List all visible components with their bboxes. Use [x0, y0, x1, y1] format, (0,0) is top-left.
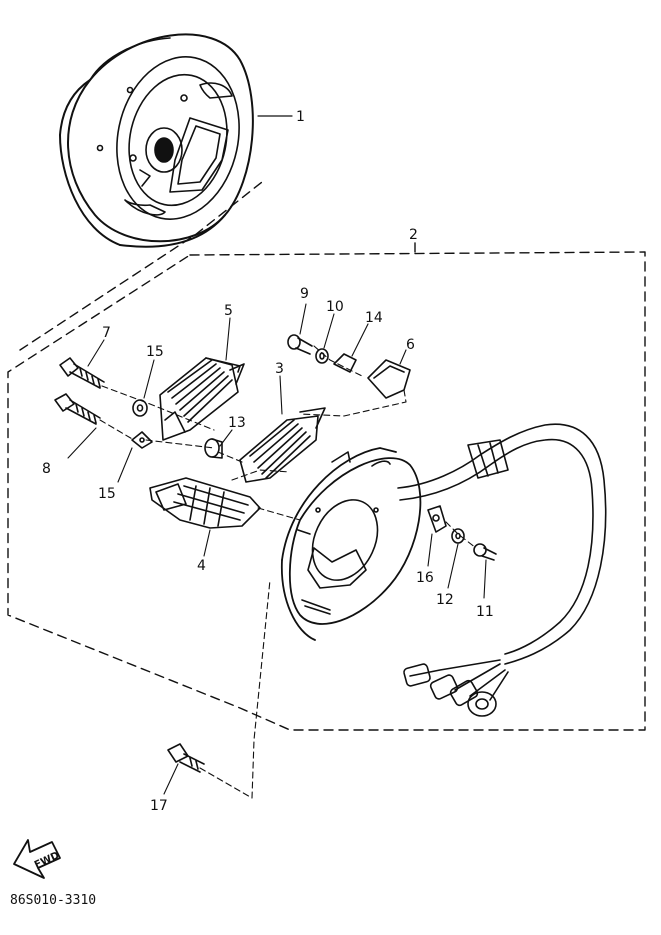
- callout-9: 9: [300, 286, 309, 302]
- callout-1: 1: [296, 109, 305, 125]
- assembly-boundary: [7, 181, 646, 731]
- coil-part-4: [149, 477, 261, 529]
- callout-13: 13: [228, 415, 246, 431]
- coil-part-5: [159, 357, 245, 441]
- screw-part-9: [287, 334, 313, 355]
- wire-harness: [397, 423, 607, 717]
- coil-part-3: [239, 407, 326, 483]
- clip-part-14: [333, 353, 357, 373]
- clamp-part-16: [427, 505, 447, 533]
- forward-arrow-icon: FWD: [13, 839, 61, 879]
- callout-10: 10: [326, 299, 344, 315]
- callout-17: 17: [150, 798, 168, 814]
- callout-4: 4: [197, 558, 206, 574]
- assembly-paths: [99, 345, 477, 799]
- callout-8: 8: [42, 461, 51, 477]
- leader-lines: [67, 303, 487, 795]
- stator-base-plate: [281, 447, 422, 641]
- bracket-part-6: [367, 359, 411, 399]
- callout-12: 12: [436, 592, 454, 608]
- flywheel-rotor: [59, 33, 254, 248]
- callout-5: 5: [224, 303, 233, 319]
- bolt-part-7: [59, 357, 105, 389]
- callout-7: 7: [102, 325, 111, 341]
- callout-14: 14: [365, 310, 383, 326]
- spacer-part-13: [204, 438, 223, 459]
- washer-part-12: [451, 528, 465, 544]
- callout-6: 6: [406, 337, 415, 353]
- callout-15-lower: 15: [98, 486, 116, 502]
- callout-16: 16: [416, 570, 434, 586]
- callout-2: 2: [409, 227, 418, 243]
- callout-15-upper: 15: [146, 344, 164, 360]
- callout-3: 3: [275, 361, 284, 377]
- bolt-part-8: [54, 393, 101, 425]
- callout-11: 11: [476, 604, 494, 620]
- diagram-code: 86S010-3310: [10, 893, 96, 908]
- fwd-label: FWD: [33, 850, 61, 871]
- screw-part-11: [473, 543, 497, 561]
- washer-part-15-lower: [131, 431, 153, 449]
- bolt-part-17: [167, 743, 205, 773]
